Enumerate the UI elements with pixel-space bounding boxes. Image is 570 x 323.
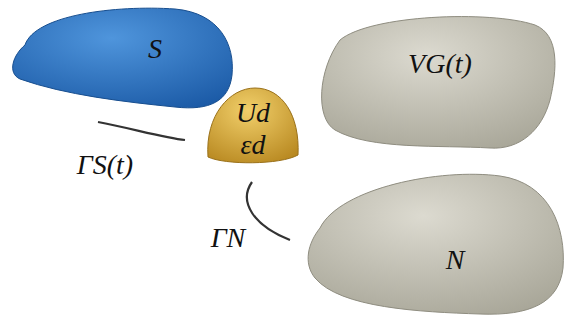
- gate-electrode-shape: [310, 10, 562, 155]
- node-label: Ud: [236, 99, 270, 127]
- node-label: εd: [240, 131, 265, 159]
- normal-lead: N: [300, 168, 568, 320]
- gate-electrode: VG(t): [310, 10, 562, 155]
- coupling-arc: [98, 122, 185, 140]
- coupling-label: ΓS(t): [77, 151, 133, 179]
- node-label: N: [446, 246, 465, 274]
- coupling-label: ΓN: [211, 224, 246, 252]
- node-label: VG(t): [408, 50, 472, 78]
- coupling-arc: [247, 182, 290, 240]
- superconductor-lead: S: [5, 5, 237, 115]
- quantum-dot: Ud εd: [200, 85, 305, 167]
- normal-lead-shape: [300, 168, 568, 320]
- node-label: S: [148, 35, 162, 63]
- superconductor-lead-shape: [5, 5, 237, 115]
